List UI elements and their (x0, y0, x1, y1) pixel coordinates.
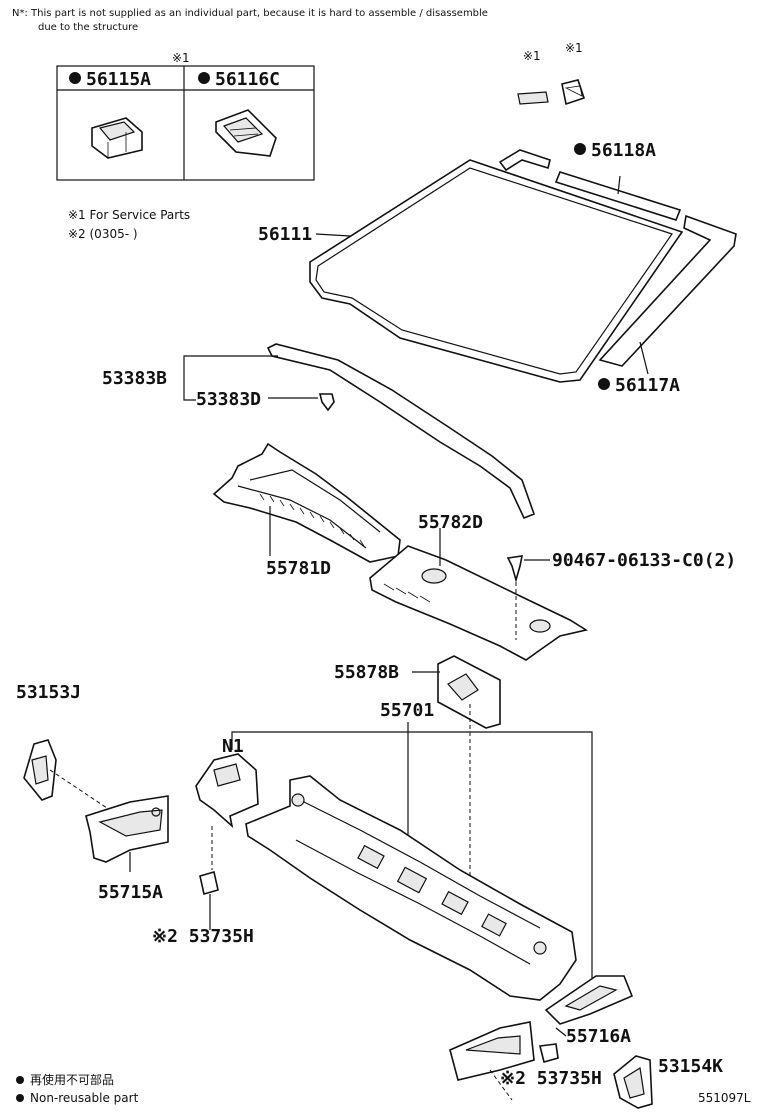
label-55781D: 55781D (266, 558, 331, 579)
box-frame (56, 65, 315, 181)
bracket-55715A: 55715A (85, 795, 169, 903)
service-parts-box: ※1 56115A 56116C (56, 51, 315, 181)
cushion-53735H-left: ※2 53735H (152, 870, 254, 947)
seal-53154K: 53154K (613, 1055, 723, 1109)
cowl-louver-right: 55782D (369, 512, 589, 661)
lower-bracket-right: ※2 53735H (449, 1021, 602, 1101)
label-55716A: 55716A (566, 1026, 631, 1047)
label-53154K: 53154K (658, 1056, 723, 1077)
non-reusable-dot-icon (574, 143, 586, 155)
legend-dot-icon (16, 1076, 24, 1084)
bracket-N1: N1 (195, 736, 259, 870)
service-note-1: ※1 For Service Parts (68, 208, 190, 222)
non-reusable-dot-icon (198, 72, 210, 84)
label-53383B: 53383B (102, 368, 167, 389)
note-line-1: N*: This part is not supplied as an indi… (12, 8, 488, 19)
label-56118A: 56118A (591, 140, 656, 161)
legend: 再使用不可部品 Non-reusable part (16, 1072, 139, 1105)
label-53383D: 53383D (196, 389, 261, 410)
windshield-glass: 56111 (258, 159, 684, 383)
label-56116C: 56116C (215, 69, 280, 90)
diagram-code: 551097L (698, 1091, 751, 1105)
label-90467-06133-C0: 90467-06133-C0(2) (552, 550, 736, 571)
cowl-panel-main: 55701 (231, 700, 593, 1001)
label-N1: N1 (222, 736, 244, 757)
label-55701: 55701 (380, 700, 434, 721)
cowl-weatherstrip: 53383B 53383D (102, 343, 536, 520)
service-note-2: ※2 (0305- ) (68, 227, 138, 241)
label-56115A: 56115A (86, 69, 151, 90)
label-56111: 56111 (258, 224, 312, 245)
windshield-moldings: 56118A 56117A (498, 140, 737, 396)
label-56117A: 56117A (615, 375, 680, 396)
non-reusable-dot-icon (69, 72, 81, 84)
seal-53153J: 53153J (16, 682, 111, 811)
label-55878B: 55878B (334, 662, 399, 683)
label-53153J: 53153J (16, 682, 81, 703)
label-53735H-left: ※2 53735H (152, 926, 254, 947)
clip-90467: 90467-06133-C0(2) (506, 550, 736, 640)
cowl-louver-left: 55781D (212, 442, 401, 579)
bracket-55716A: 55716A (544, 975, 634, 1047)
clip-56116C-drawing (215, 109, 277, 157)
mark-1a: ※1 (523, 49, 541, 63)
note-line-2: due to the structure (38, 22, 139, 33)
legend-dot-icon (16, 1094, 24, 1102)
label-55782D: 55782D (418, 512, 483, 533)
clip-56115A-drawing (91, 117, 143, 159)
legend-jp: 再使用不可部品 (30, 1072, 114, 1087)
clip-53383D-drawing (318, 393, 335, 412)
label-53735H-right: ※2 53735H (500, 1068, 602, 1089)
legend-en: Non-reusable part (30, 1091, 139, 1105)
non-reusable-dot-icon (598, 378, 610, 390)
clip-strip-drawing (517, 91, 549, 105)
box-header-mark: ※1 (172, 51, 190, 65)
small-clip-service-parts: ※1 ※1 (517, 41, 586, 106)
mark-1b: ※1 (565, 41, 583, 55)
clip-block-drawing (561, 79, 586, 106)
label-55715A: 55715A (98, 882, 163, 903)
